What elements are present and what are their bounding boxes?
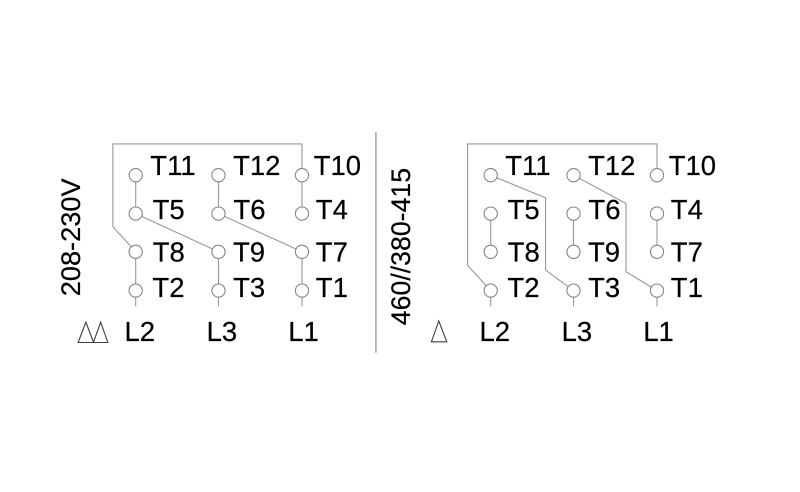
svg-text:T5: T5 [153, 194, 185, 225]
svg-text:L2: L2 [125, 316, 156, 347]
svg-text:T1: T1 [316, 272, 348, 303]
svg-text:T12: T12 [233, 150, 280, 181]
svg-text:460//380-415: 460//380-415 [386, 168, 416, 325]
svg-text:T3: T3 [233, 272, 265, 303]
svg-text:T9: T9 [588, 236, 620, 267]
svg-text:T11: T11 [150, 150, 195, 181]
svg-text:L2: L2 [480, 316, 511, 347]
svg-text:T10: T10 [314, 150, 361, 181]
svg-text:T10: T10 [669, 150, 716, 181]
svg-text:T4: T4 [316, 194, 348, 225]
svg-text:L3: L3 [562, 316, 593, 347]
svg-text:T7: T7 [671, 236, 703, 267]
svg-text:T4: T4 [671, 194, 703, 225]
svg-text:T11: T11 [505, 150, 550, 181]
svg-text:L1: L1 [643, 316, 674, 347]
svg-text:L1: L1 [288, 316, 319, 347]
svg-text:T8: T8 [508, 236, 540, 267]
svg-text:T6: T6 [233, 194, 265, 225]
svg-text:T1: T1 [671, 272, 703, 303]
svg-text:L3: L3 [207, 316, 238, 347]
svg-text:T8: T8 [153, 236, 185, 267]
svg-text:T5: T5 [508, 194, 540, 225]
svg-text:208-230V: 208-230V [55, 178, 86, 297]
svg-text:T3: T3 [588, 272, 620, 303]
svg-text:T2: T2 [152, 272, 184, 303]
svg-text:T7: T7 [316, 236, 348, 267]
svg-text:T12: T12 [588, 150, 635, 181]
svg-text:T2: T2 [507, 272, 539, 303]
svg-text:T9: T9 [233, 236, 265, 267]
svg-text:T6: T6 [588, 194, 620, 225]
